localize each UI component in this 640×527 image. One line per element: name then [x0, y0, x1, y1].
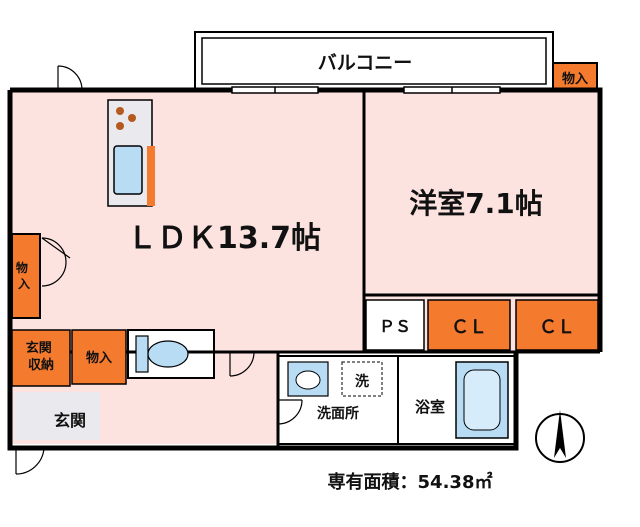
- storage-left-label: 物 入: [16, 260, 32, 291]
- kitchen: [107, 99, 155, 207]
- sink-icon: [113, 145, 143, 195]
- door-swings: [15, 65, 303, 475]
- ldk-label: ＬＤＫ13.7帖: [127, 221, 321, 256]
- washbasin-icon: [287, 361, 329, 397]
- storage-left-char2: 入: [18, 277, 30, 291]
- entrance-floor: [14, 392, 100, 440]
- western-room: [364, 90, 600, 295]
- windows: [231, 86, 501, 94]
- genkan-storage-line1: 玄関: [26, 340, 52, 356]
- closet-1: [427, 299, 511, 351]
- washer-label: 洗: [355, 373, 369, 390]
- washer-space: [341, 361, 383, 397]
- genkan-storage: [11, 329, 71, 387]
- north-arrow-icon: [535, 410, 585, 463]
- ps-shaft: [365, 299, 425, 351]
- toilet-icon: [135, 335, 189, 373]
- closet-1-label: ＣＬ: [451, 317, 487, 338]
- ps-label: ＰＳ: [379, 317, 411, 336]
- area-label: 専有面積：54.38㎡: [328, 471, 493, 493]
- storage-top-label: 物入: [562, 71, 588, 87]
- stove-icon: [116, 107, 136, 130]
- closet-2-label: ＣＬ: [539, 317, 575, 338]
- washroom-label: 洗面所: [317, 405, 359, 422]
- genkan-storage-label: 玄関 収納: [26, 340, 57, 373]
- storage-left: [11, 233, 41, 319]
- storage-entry: [71, 329, 127, 385]
- storage-entry-label: 物入: [86, 350, 112, 366]
- closet-2: [515, 299, 599, 351]
- storage-left-char1: 物: [16, 260, 28, 275]
- left-door: [41, 237, 71, 287]
- walls: [7, 87, 603, 451]
- genkan-storage-line2: 収納: [28, 357, 54, 373]
- balcony: バルコニー: [194, 31, 554, 91]
- western-room-label: 洋室7.1帖: [409, 187, 543, 220]
- balcony-label: バルコニー: [318, 52, 413, 74]
- bathtub-icon: [455, 361, 509, 439]
- entrance-label: 玄関: [54, 411, 86, 430]
- bathroom-label: 浴室: [415, 398, 445, 416]
- ldk-room: [10, 90, 364, 352]
